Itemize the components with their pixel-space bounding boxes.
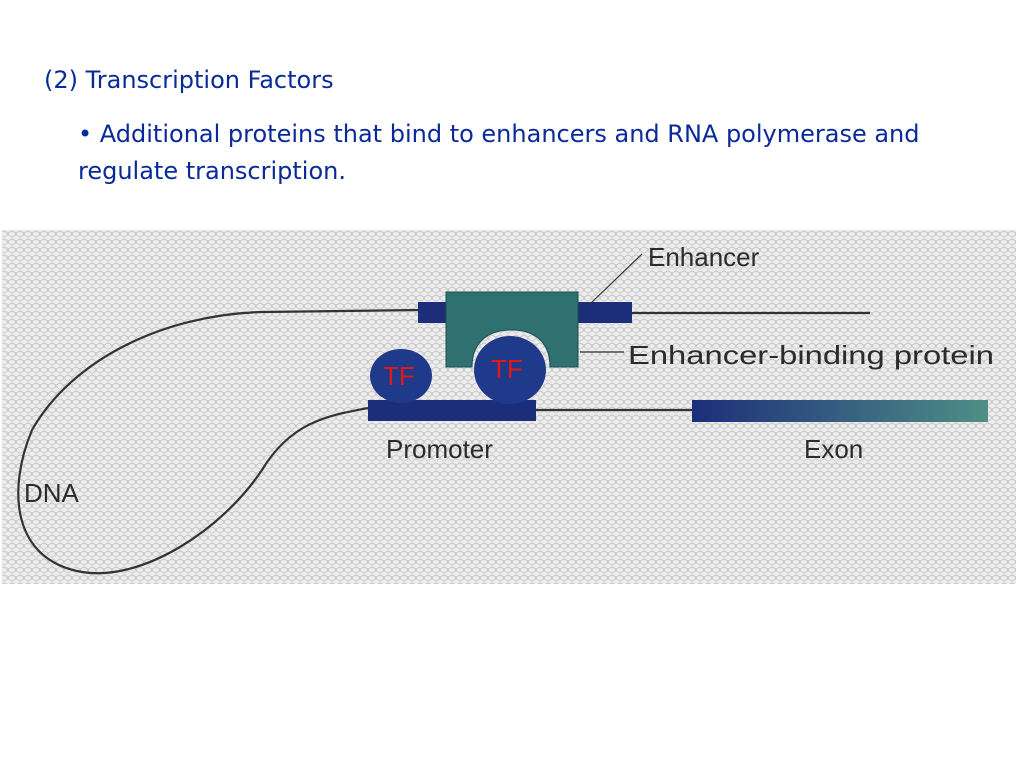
- tf-right-blob: [474, 336, 546, 404]
- exon-bar: [692, 400, 988, 422]
- exon-label: Exon: [804, 434, 863, 464]
- dna-label: DNA: [24, 478, 80, 508]
- enhancer-binding-protein-shape: [445, 291, 579, 368]
- promoter-bar: [368, 400, 536, 421]
- enhancer-binding-protein-label: Enhancer-binding protein: [628, 340, 994, 370]
- tf-left-label: TF: [383, 361, 415, 391]
- enhancer-label: Enhancer: [648, 242, 760, 272]
- tf-right-label: TF: [491, 354, 523, 384]
- tf-left-blob: [370, 349, 432, 403]
- bullet-marker: •: [78, 120, 93, 148]
- bullet-text: Additional proteins that bind to enhance…: [78, 120, 920, 185]
- slide-bullet: • Additional proteins that bind to enhan…: [78, 116, 978, 190]
- slide-heading: (2) Transcription Factors: [44, 66, 334, 94]
- diagram-svg: TF TF Enhancer Enhancer-binding protein …: [2, 230, 1016, 584]
- dna-strand: [17, 308, 421, 575]
- transcription-factor-diagram: TF TF Enhancer Enhancer-binding protein …: [2, 230, 1016, 584]
- promoter-label: Promoter: [386, 434, 493, 464]
- enhancer-leader-line: [589, 253, 643, 305]
